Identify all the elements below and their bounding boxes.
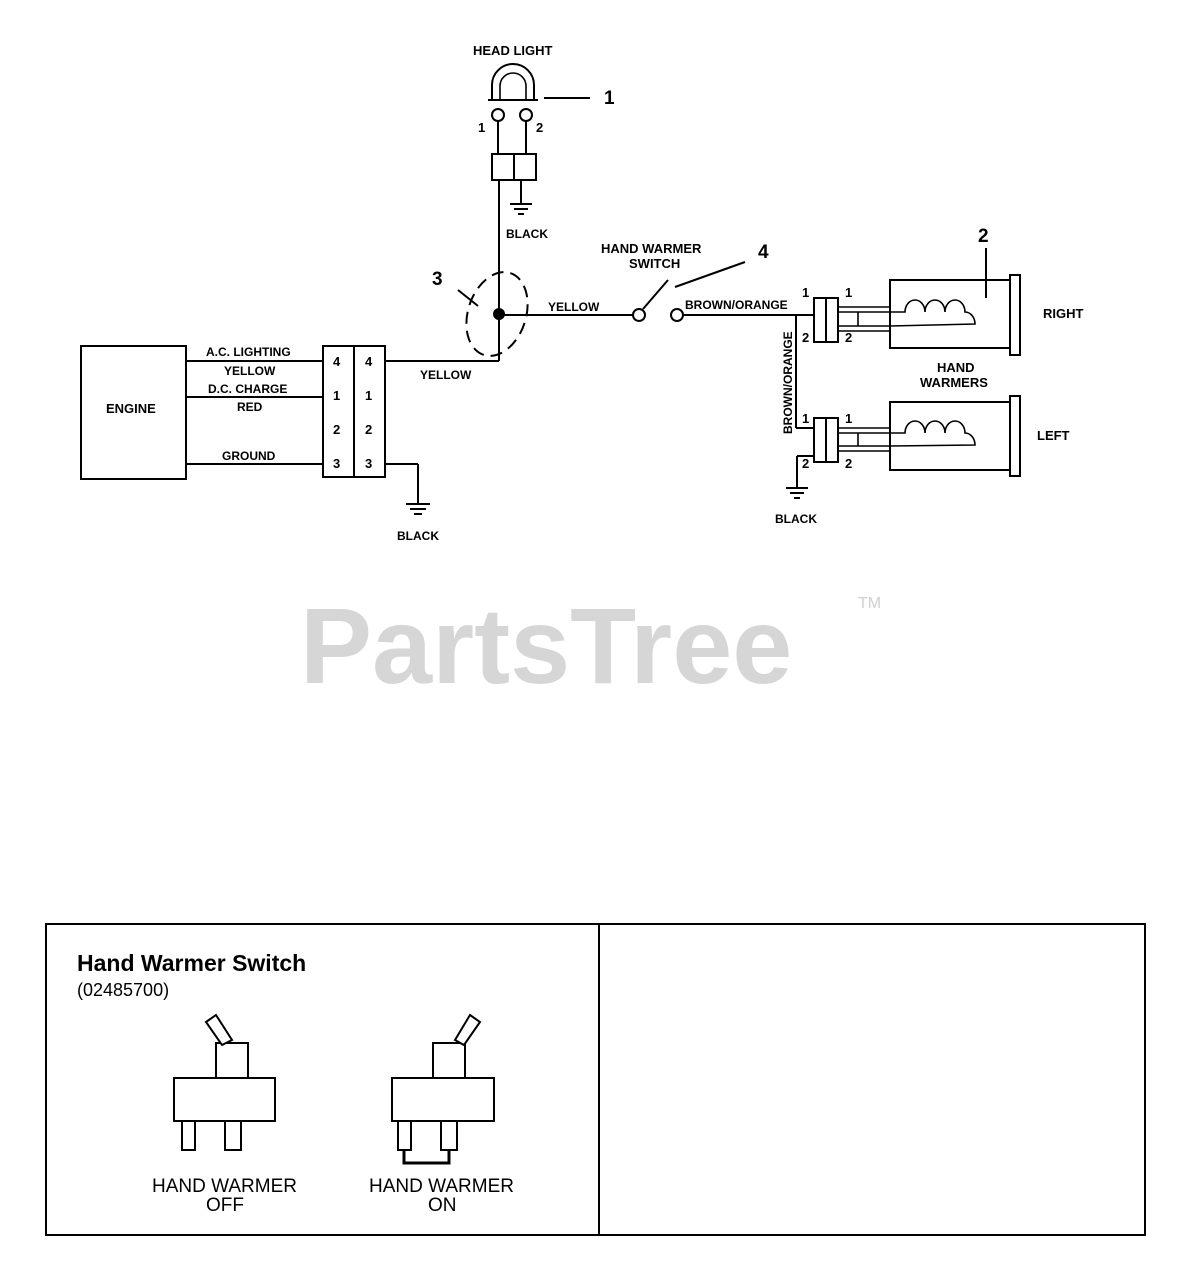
left-warmer-connector xyxy=(813,417,890,463)
engine-ground-label: BLACK xyxy=(397,529,439,543)
warmers-ground-icon xyxy=(786,455,814,499)
engine-conn-left-pin-1: 4 xyxy=(333,354,341,369)
left-conn-pin-r2: 2 xyxy=(845,456,852,471)
engine-conn-left-pin-2: 1 xyxy=(333,388,340,403)
brown-orange-h-label: BROWN/ORANGE xyxy=(685,298,788,312)
dc-charge-label: D.C. CHARGE xyxy=(208,382,287,396)
right-conn-pin-l2: 2 xyxy=(802,330,809,345)
warmers-ground-label: BLACK xyxy=(775,512,817,526)
yellow-engine-label: YELLOW xyxy=(224,364,276,378)
hand-warmer-switch-info-box xyxy=(45,923,1146,1236)
engine-conn-right-pin-2: 1 xyxy=(365,388,372,403)
engine-connector xyxy=(322,345,386,478)
right-warmer-label: RIGHT xyxy=(1043,306,1084,321)
callout-3: 3 xyxy=(432,269,443,290)
right-conn-pin-r2: 2 xyxy=(845,330,852,345)
left-conn-pin-l2: 2 xyxy=(802,456,809,471)
ac-lighting-label: A.C. LIGHTING xyxy=(206,345,291,359)
headlight-ground-icon xyxy=(510,180,532,215)
red-engine-label: RED xyxy=(237,400,263,414)
switch-on-caption-line2: ON xyxy=(428,1195,457,1216)
hand-warmers-label-line2: WARMERS xyxy=(920,375,988,390)
switch-off-caption-line1: HAND WARMER xyxy=(152,1176,297,1197)
head-light-bulb-icon xyxy=(488,63,538,154)
info-box-title: Hand Warmer Switch xyxy=(77,950,306,976)
head-light-pin-2: 2 xyxy=(536,120,543,135)
brown-orange-v-label: BROWN/ORANGE xyxy=(781,331,795,434)
engine-conn-right-pin-3: 2 xyxy=(365,422,372,437)
left-conn-pin-l1: 1 xyxy=(802,411,809,426)
left-conn-pin-r1: 1 xyxy=(845,411,852,426)
watermark-brand: PartsTree xyxy=(300,585,792,706)
switch-on-icon xyxy=(391,1013,495,1165)
switch-on-caption-line1: HAND WARMER xyxy=(369,1176,514,1197)
right-conn-pin-l1: 1 xyxy=(802,285,809,300)
callout-2: 2 xyxy=(978,226,989,247)
engine-block xyxy=(80,345,187,480)
engine-conn-right-pin-1: 4 xyxy=(365,354,373,369)
right-hand-warmer-icon xyxy=(889,274,1021,356)
splice-highlight xyxy=(465,271,529,357)
watermark-trademark: TM xyxy=(858,595,881,612)
engine-conn-right-pin-4: 3 xyxy=(365,456,372,471)
head-light-label: HEAD LIGHT xyxy=(473,43,553,58)
switch-off-icon xyxy=(173,1013,276,1151)
hand-warmers-label-line1: HAND xyxy=(937,360,975,375)
right-conn-pin-r1: 1 xyxy=(845,285,852,300)
engine-ground-icon xyxy=(386,463,430,515)
head-light-pin-1: 1 xyxy=(478,120,485,135)
switch-off-caption-line2: OFF xyxy=(206,1195,244,1216)
right-warmer-connector xyxy=(813,297,890,343)
headlight-ground-label: BLACK xyxy=(506,227,548,241)
left-hand-warmer-icon xyxy=(889,395,1021,477)
callout-4: 4 xyxy=(758,242,769,263)
engine-conn-left-pin-4: 3 xyxy=(333,456,340,471)
info-box-part-number: (02485700) xyxy=(77,980,169,1000)
engine-conn-left-pin-3: 2 xyxy=(333,422,340,437)
callout-1: 1 xyxy=(604,88,615,109)
switch-label-line2: SWITCH xyxy=(629,256,680,271)
ground-engine-label: GROUND xyxy=(222,449,276,463)
hand-warmer-switch-symbol xyxy=(632,279,684,322)
switch-label-line1: HAND WARMER xyxy=(601,241,702,256)
callout-3-leader xyxy=(457,289,479,307)
yellow-top-wire-label: YELLOW xyxy=(548,300,600,314)
callout-4-leader xyxy=(674,261,746,288)
left-warmer-label: LEFT xyxy=(1037,428,1070,443)
headlight-connector xyxy=(491,153,537,181)
engine-label: ENGINE xyxy=(106,401,156,416)
yellow-bottom-wire-label: YELLOW xyxy=(420,368,472,382)
